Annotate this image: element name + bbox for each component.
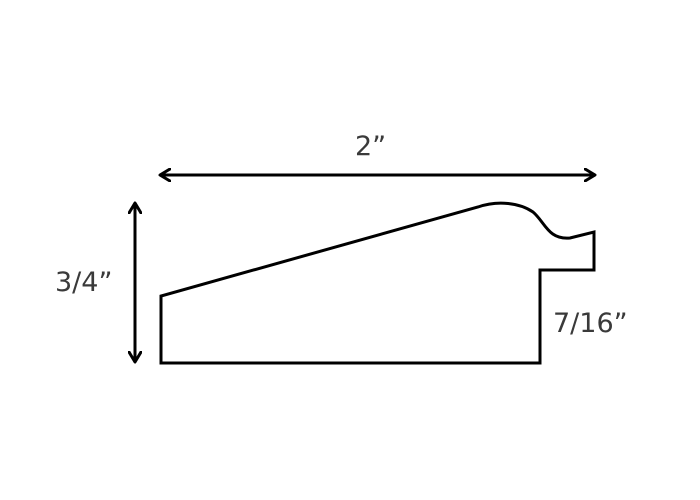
step-height-dimension-label: 7/16” [553,308,628,339]
moulding-profile-outline [159,201,596,365]
height-dimension-label: 3/4” [55,267,113,298]
width-dimension-label: 2” [355,131,387,162]
